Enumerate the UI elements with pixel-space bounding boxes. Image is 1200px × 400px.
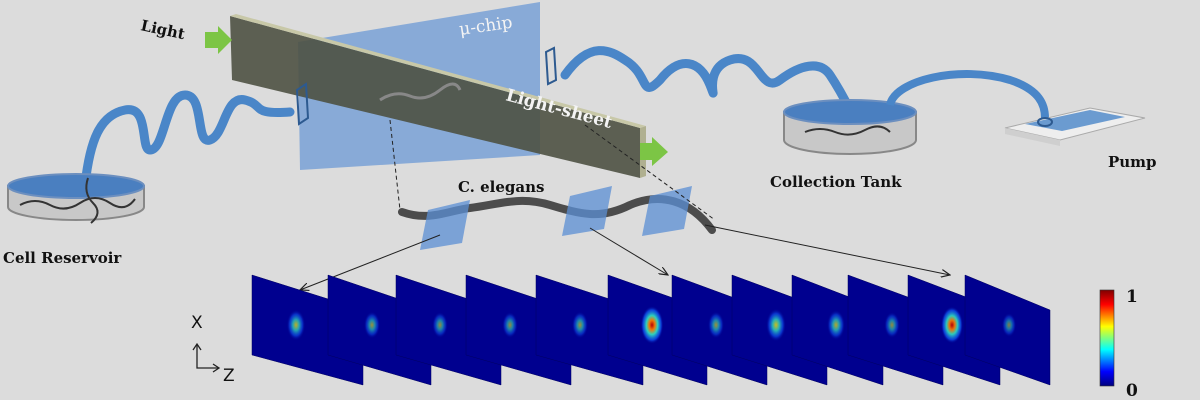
collection-tank <box>783 99 917 155</box>
zoom-dash-left <box>389 119 401 211</box>
image-slices <box>251 274 1051 386</box>
c-elegans-worm <box>398 186 716 250</box>
intensity-spot <box>940 306 964 344</box>
colorbar-max: 1 <box>1126 287 1138 307</box>
outlet-clip <box>544 46 558 86</box>
intensity-spot <box>827 310 845 340</box>
intensity-spot <box>766 308 786 342</box>
pointer-arrow <box>589 227 668 275</box>
axis-x-label: X <box>191 313 203 333</box>
intensity-spot <box>286 309 306 341</box>
pump-tube <box>886 70 1049 119</box>
intensity-spot <box>640 306 664 344</box>
collection-tank-label: Collection Tank <box>770 173 902 191</box>
light-label: Light <box>139 16 186 43</box>
colorbar-min: 0 <box>1126 381 1138 400</box>
pointer-arrow <box>704 224 950 275</box>
zoom-dash-right <box>584 124 716 221</box>
c-elegans-label: C. elegans <box>458 178 544 196</box>
pump <box>1004 107 1146 146</box>
pump-label: Pump <box>1108 153 1157 171</box>
intensity-spot <box>571 311 589 339</box>
intensity-spot <box>432 312 448 338</box>
axis-z-label: Z <box>223 366 235 386</box>
inlet-tube <box>80 46 855 190</box>
colorbar <box>1099 289 1115 387</box>
worm-in-chip <box>379 82 462 102</box>
pointer-arrow <box>300 234 441 290</box>
intensity-spot <box>363 311 381 339</box>
intensity-spot <box>884 312 900 338</box>
intensity-spot <box>1001 313 1017 337</box>
axis-indicator: X Z <box>191 313 235 386</box>
inlet-clip <box>295 82 310 126</box>
intensity-spot <box>502 312 518 338</box>
light-in-arrow <box>205 26 232 54</box>
cell-reservoir-label: Cell Reservoir <box>3 249 122 267</box>
cell-reservoir <box>7 173 145 224</box>
light-out-arrow <box>640 137 668 166</box>
intensity-spot <box>707 311 725 339</box>
